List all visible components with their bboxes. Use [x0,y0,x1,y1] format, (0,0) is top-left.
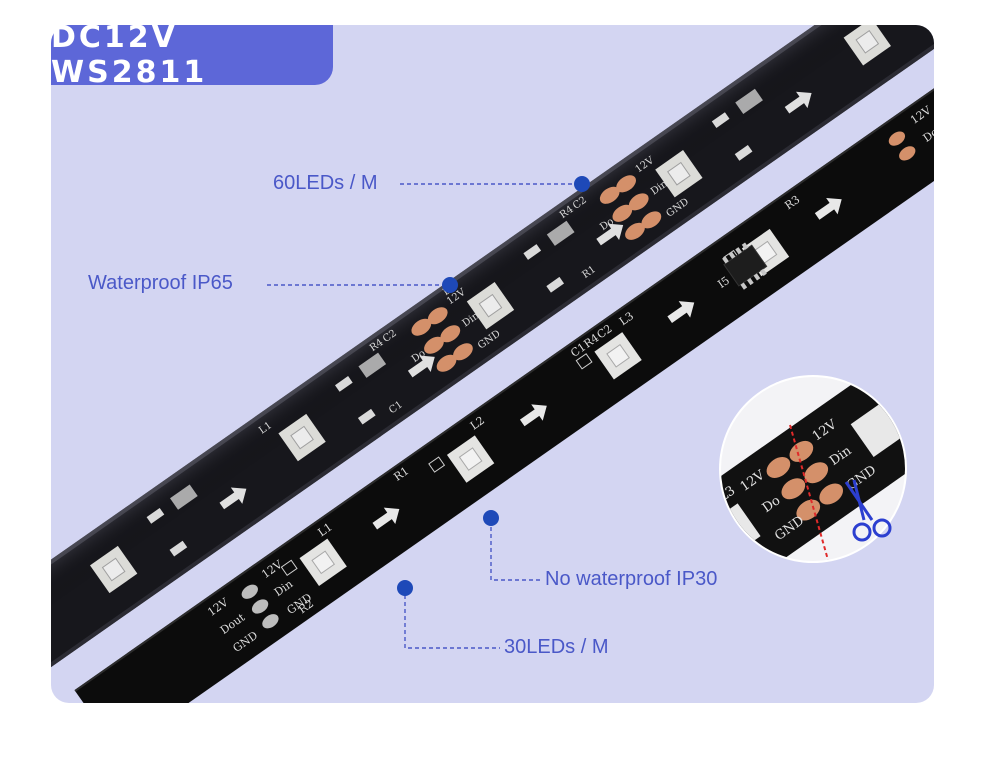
callout-line-no-waterproof [490,520,540,581]
callout-no-waterproof: No waterproof IP30 [545,568,718,590]
product-title: DC12V WS2811 [51,20,208,90]
callout-dot-no-waterproof [483,510,499,526]
strip-non-waterproof: 12V Din GND 12V Dout GND L1 L2 L3 R1 R2 … [74,47,963,703]
callout-60leds: 60LEDs / M [273,172,378,194]
strip-waterproof: 12V Din GND Do 12V Din GND Do L1 L2 R4 C… [51,25,934,701]
pad-label-gnd-e: GND [933,136,963,162]
scissors-icon [844,479,892,542]
callout-line-30leds [404,588,500,649]
callout-dot-30leds [397,580,413,596]
callout-dot-waterproof [442,277,458,293]
callout-waterproof: Waterproof IP65 [88,272,233,294]
callout-30leds: 30LEDs / M [504,636,609,658]
title-badge: DC12V WS2811 [51,20,333,90]
callout-dot-60leds [574,176,590,192]
